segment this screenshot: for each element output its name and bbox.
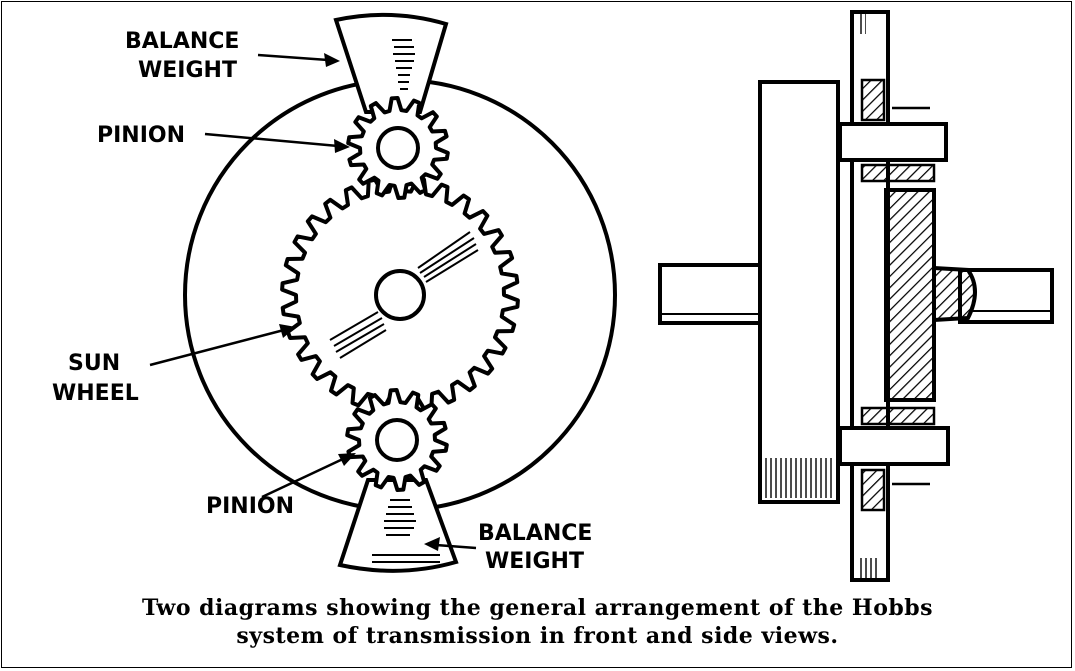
label-sun-wheel-1: SUN: [68, 351, 120, 376]
leader-arrows: [149, 53, 477, 551]
label-sun-wheel-2: WHEEL: [52, 381, 139, 406]
label-pinion-top: PINION: [97, 123, 185, 148]
balance-weight-top-shading: [392, 39, 415, 90]
label-balance-weight-bottom-2: WEIGHT: [485, 549, 584, 574]
diagram-labels: BALANCE WEIGHT PINION SUN WHEEL PINION B…: [52, 29, 592, 574]
label-balance-weight-top-2: WEIGHT: [138, 58, 237, 83]
caption-line-1: Two diagrams showing the general arrange…: [141, 595, 934, 621]
sun-wheel-hub: [374, 269, 426, 321]
sun-wheel-boss: [932, 265, 977, 323]
label-balance-weight-top-1: BALANCE: [125, 29, 239, 54]
balance-weight-bottom-shading: [372, 499, 440, 563]
pinion-top-hub: [376, 126, 420, 170]
pinion-top-side: [838, 122, 948, 162]
pinion-bottom-hub: [375, 418, 419, 462]
label-balance-weight-bottom-1: BALANCE: [478, 521, 592, 546]
front-view: [183, 12, 617, 573]
balance-weight-bottom: [337, 478, 459, 573]
pinion-bottom-side: [838, 426, 950, 466]
sun-wheel-side: [884, 188, 936, 402]
carrier-disc-side: [758, 80, 840, 504]
balance-weight-top: [333, 12, 449, 114]
sun-wheel-shading: [329, 231, 479, 359]
label-pinion-bottom: PINION: [206, 494, 294, 519]
caption-line-2: system of transmission in front and side…: [236, 623, 839, 649]
side-view: [658, 10, 1054, 582]
